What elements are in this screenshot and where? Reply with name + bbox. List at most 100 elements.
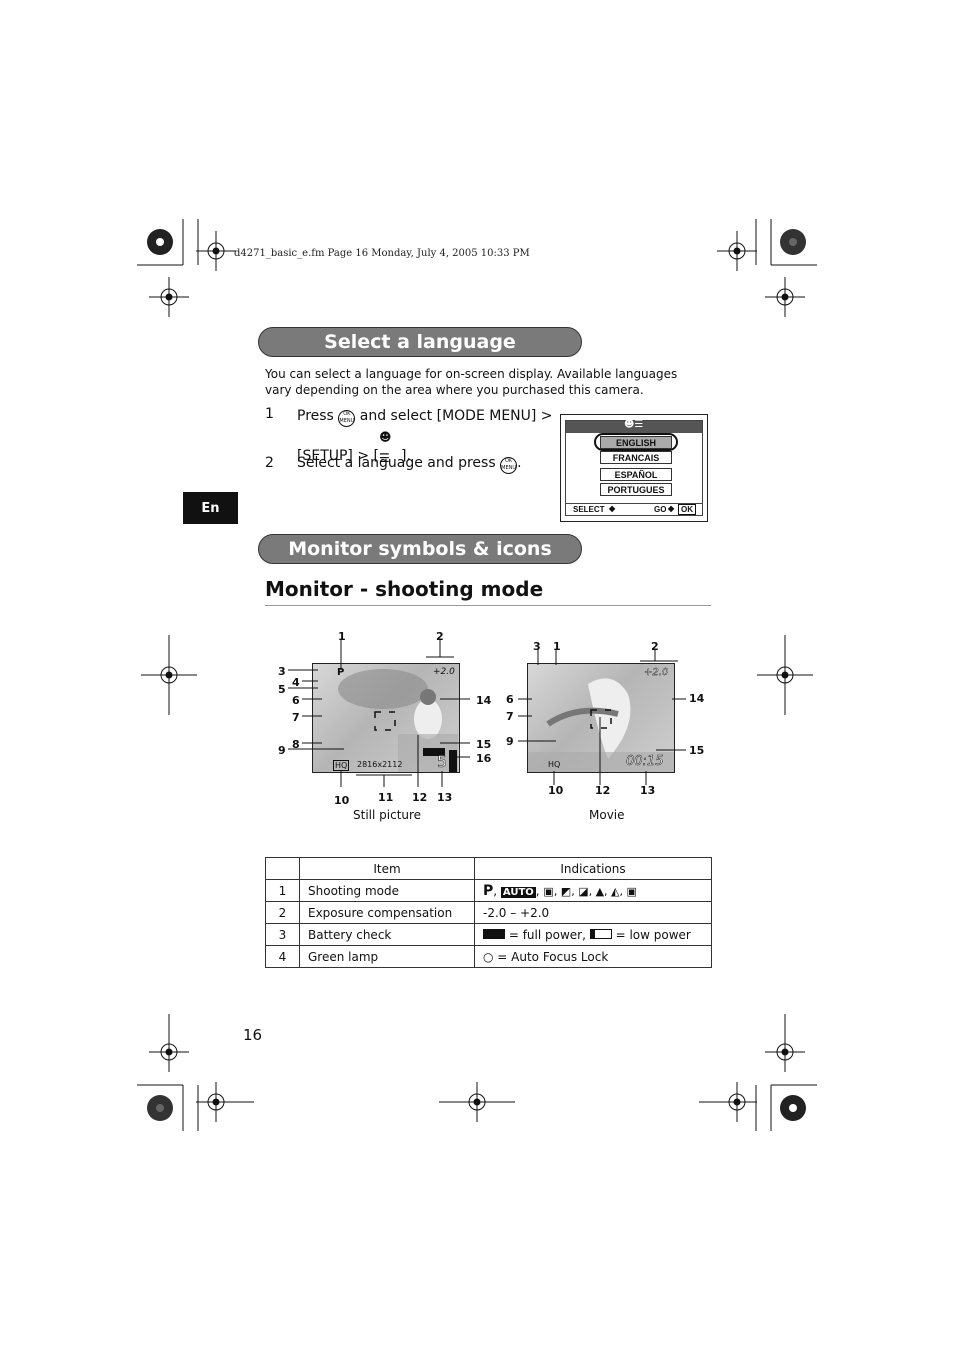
row-number: 4 [265,945,300,968]
section-title-text: Monitor symbols & icons [288,538,552,560]
callout-label: 8 [292,738,300,751]
callout-label: 3 [278,665,286,678]
section-title-monitor: Monitor symbols & icons [258,534,582,564]
osd-mode: P [337,667,345,678]
table-row: 2 Exposure compensation -2.0 – +2.0 [265,901,712,924]
callout-label: 9 [506,735,514,748]
ok-label: OK [678,504,696,515]
callout-label: 7 [292,711,300,724]
osd-quality: HQ [333,760,350,771]
step-text: [SETUP] > [ [297,448,379,464]
osd-remaining: 5 [437,752,448,772]
row-item: Exposure compensation [299,901,475,924]
table-header [265,857,300,880]
row-item: Green lamp [299,945,475,968]
step-text: . [517,455,522,471]
osd-ev: +2.0 [433,667,455,677]
callout-label: 4 [292,676,300,689]
callout-label: 14 [476,694,492,707]
language-highlight [594,433,678,451]
row-indication: -2.0 – +2.0 [474,901,712,924]
row-number: 2 [265,901,300,924]
osd-size: 2816x2112 [357,760,403,769]
callout-label: 10 [548,784,564,797]
table-header: Item [299,857,475,880]
row-item: Battery check [299,923,475,946]
step-1: 1 [265,406,274,422]
still-callout-lines [288,639,470,787]
callout-label: 12 [595,784,611,797]
callout-label: 16 [476,752,492,765]
still-picture-screen: P +2.0 HQ 2816x2112 5 [312,663,460,773]
battery-full-text: = full power, [508,927,586,942]
divider [265,605,711,606]
language-icon: ☻☰ [624,419,644,430]
callout-label: 3 [533,640,541,653]
osd-quality: HQ [548,760,561,769]
callout-label: 6 [506,693,514,706]
callout-label: 10 [334,794,350,807]
row-indication: = full power, = low power [474,923,712,946]
callout-label: 7 [506,710,514,723]
step-text: Press [297,408,334,424]
callout-label: 5 [278,683,286,696]
section-title-language: Select a language [258,327,582,357]
crosshair-icon [141,231,813,1122]
file-header: d4271_basic_e.fm Page 16 Monday, July 4,… [234,248,530,259]
callout-label: 2 [651,640,659,653]
step-number: 2 [265,455,274,471]
movie-scene [528,678,674,772]
step-text: Select a language and press [297,455,496,471]
movie-screen: +2.0 HQ 00:15 [527,663,675,773]
language-option[interactable]: PORTUGUES [600,483,672,496]
still-scene [338,669,458,772]
battery-low-text: = low power [615,927,691,942]
callout-label: 13 [640,784,656,797]
language-option[interactable]: ENGLISH [600,436,672,449]
language-header-bar: ☻☰ [566,419,702,433]
language-option[interactable]: ESPAÑOL [600,468,672,481]
language-screen: ☻☰ ENGLISH FRANCAIS ESPAÑOL PORTUGUES SE… [560,414,708,522]
callout-label: 15 [476,738,492,751]
page-number: 16 [243,1026,263,1044]
go-label: GO [654,505,667,514]
language-footer: SELECT ◆ GO ◆ OK [566,503,702,516]
callout-label: 13 [437,791,453,804]
step-text: ]. [401,448,411,464]
callout-label: 1 [553,640,561,653]
row-indication: ○ = Auto Focus Lock [474,945,712,968]
osd-ev: +2.0 [644,667,669,678]
table-row: 4 Green lamp ○ = Auto Focus Lock [265,945,712,968]
program-mode-icon: P [483,882,494,899]
auto-mode-icon: AUTO [500,886,536,898]
battery-full-icon [483,928,505,939]
row-number: 3 [265,923,300,946]
intro-text: You can select a language for on-screen … [265,367,678,397]
callout-label: 12 [412,791,428,804]
subheading: Monitor - shooting mode [265,577,544,601]
language-option[interactable]: FRANCAIS [600,451,672,464]
still-caption: Still picture [353,808,422,822]
callout-label: 1 [338,630,346,643]
row-number: 1 [265,879,300,902]
battery-low-icon [589,928,612,939]
osd-time: 00:15 [626,754,664,770]
row-item: Shooting mode [299,879,475,902]
table-row: 1 Shooting mode P, AUTO, ▣, ◩, ◪, ▲, ◭, … [265,879,712,902]
step-number: 1 [265,406,274,422]
scene-mode-icons: ▣, ◩, ◪, ▲, ◭, ▣ [543,884,637,898]
movie-caption: Movie [589,808,625,822]
table-row: 3 Battery check = full power, = low powe… [265,923,712,946]
language-tab: En [183,492,238,524]
section-title-text: Select a language [324,331,516,353]
callout-label: 6 [292,694,300,707]
step-2: 2 [265,455,274,471]
language-icon: ☻☰ [379,430,392,465]
callout-label: 9 [278,744,286,757]
arrow-updown-icon: ◆ [609,504,616,513]
callout-label: 14 [689,692,705,705]
